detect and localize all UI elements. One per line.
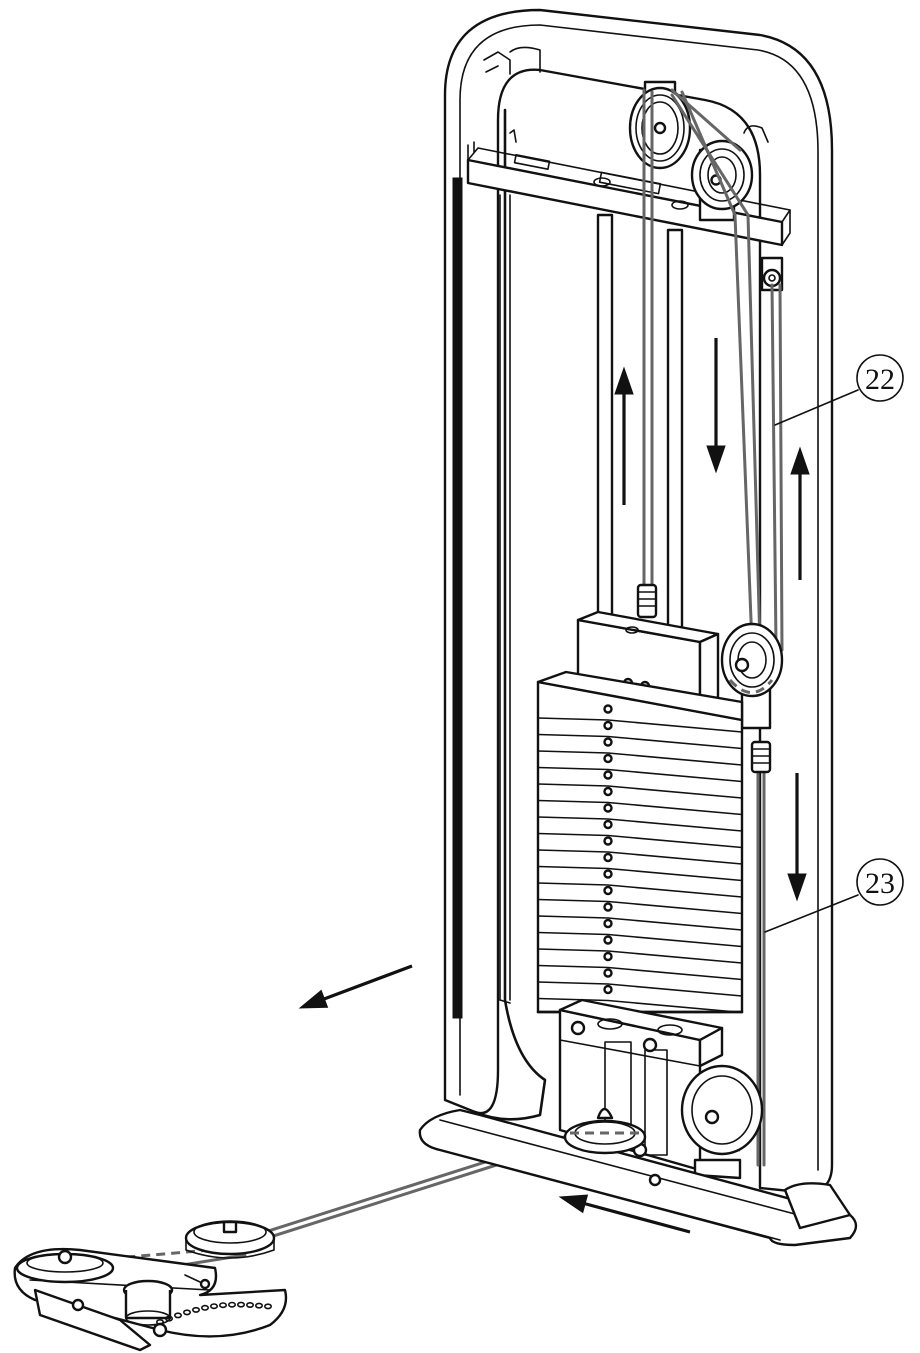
arm-adjust-hole [228,1301,237,1308]
callout-23-label: 23 [865,867,895,900]
remote-pulley [184,1220,276,1259]
weight-plate-hole [603,786,613,797]
weight-plate-edge [537,898,743,915]
adjustable-arm-assembly [13,1247,288,1352]
weight-plate-hole [603,704,613,714]
weight-plate-hole [603,918,613,929]
weight-plate-edge [537,981,743,997]
weight-plate-hole [603,852,613,863]
left-guide-bar [452,177,511,1019]
arm-adjust-hole [255,1302,264,1309]
bottom-pulley-right [680,1064,764,1180]
arrow-up-left-rod [614,366,634,505]
callout-22: 22 [774,354,904,426]
weight-stack [536,670,744,1014]
weight-plate-hole [603,968,613,978]
guide-rods [596,213,684,642]
top-crossbar [466,46,791,247]
arrow-down-center [706,338,726,474]
arrow-left-base [558,1194,691,1234]
weight-plate-edge [537,750,743,766]
arm-adjust-hole [192,1306,201,1313]
cable-fitting-lower [750,740,772,774]
arrow-left-cable [298,964,413,1009]
arrow-shaft [584,1202,691,1234]
weight-plate-hole [603,869,613,879]
weight-plate-hole [603,819,613,830]
arm-adjust-hole [210,1303,219,1310]
direction-arrows [298,338,810,1234]
weight-plate-edge [537,733,743,750]
arrow-head [787,873,807,902]
weight-plate-edge [537,849,743,865]
arrow-head [298,989,329,1009]
cable-22 [642,88,784,652]
weight-plate-edge [537,931,743,948]
weight-plate-hole [603,902,613,912]
weight-plate-hole [603,720,613,731]
weight-plate-hole [603,753,613,764]
weight-plate-hole [603,951,613,962]
weight-plate-edge [537,783,743,799]
weight-plate-edge [537,832,743,849]
weight-plate-hole [603,984,613,995]
arm-adjust-hole [263,1303,272,1310]
weight-plate-edge [537,799,743,816]
weight-plate-edge [537,717,743,733]
weight-plate-edge [537,865,743,882]
callout-23: 23 [764,858,904,933]
weight-plate-hole [603,935,613,945]
weight-plate-edge [537,948,743,964]
weight-plate-edge [537,766,743,783]
arrow-down-right [787,773,807,902]
bottom-pulley-center [563,1107,647,1155]
arm-adjust-hole [183,1309,192,1316]
weight-plate-hole [603,836,613,846]
weight-plate-hole [603,885,613,896]
arrow-head [558,1194,589,1214]
weight-plate-edge [537,882,743,898]
arm-adjust-hole [246,1302,255,1309]
weight-plate-edge [537,816,743,832]
arm-adjust-hole [165,1315,174,1322]
weight-plate-edge [537,964,743,981]
callout-22-label: 22 [865,363,895,396]
floor-base [418,1108,858,1247]
arm-adjust-hole [174,1312,183,1319]
arrow-up-right [790,446,810,580]
weight-plate-hole [603,737,613,747]
arrow-head [614,366,634,395]
arrow-head [706,445,726,474]
weight-plate-edge [537,997,743,1014]
cable-fitting-upper [636,583,658,619]
arrow-shaft [323,964,413,1001]
side-bracket-pulley [760,256,784,292]
arm-adjust-hole [237,1301,246,1308]
arm-adjust-hole [201,1304,210,1311]
weight-plate-hole [603,770,613,780]
weight-plate-hole [603,803,613,813]
arm-adjust-hole [219,1302,228,1309]
arrow-head [790,446,810,475]
weight-plate-edge [537,915,743,931]
